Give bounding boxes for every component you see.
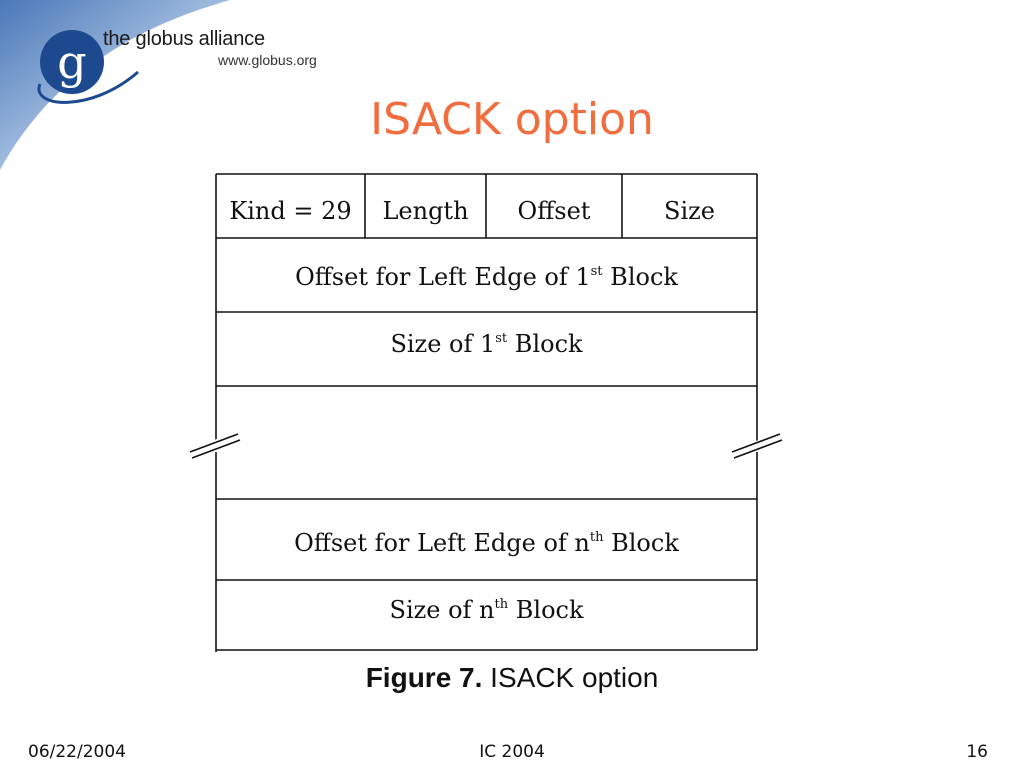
row-size-first: Size of 1st Block — [390, 330, 583, 358]
globus-logo-icon: g — [37, 30, 139, 104]
break-mark-left — [189, 433, 239, 453]
row-size-nth: Size of nth Block — [389, 596, 584, 624]
figure-caption: Figure 7. ISACK option — [0, 662, 1024, 694]
logo-letter: g — [57, 35, 86, 89]
header-length: Length — [382, 197, 469, 225]
caption-text: ISACK option — [482, 662, 659, 693]
footer-date: 06/22/2004 — [28, 742, 126, 762]
slide-title: ISACK option — [370, 94, 654, 145]
logo-name: the globus alliance — [103, 28, 265, 50]
header-kind: Kind = 29 — [229, 197, 352, 225]
footer-page-number: 16 — [966, 742, 988, 762]
footer-center: IC 2004 — [479, 742, 545, 762]
break-mark-right — [731, 433, 781, 453]
row-offset-first: Offset for Left Edge of 1st Block — [295, 263, 678, 291]
row-offset-nth: Offset for Left Edge of nth Block — [294, 529, 679, 557]
header-size: Size — [664, 197, 715, 225]
header-offset: Offset — [517, 197, 591, 225]
logo-url: www.globus.org — [218, 52, 317, 68]
caption-label: Figure 7. — [365, 662, 483, 693]
